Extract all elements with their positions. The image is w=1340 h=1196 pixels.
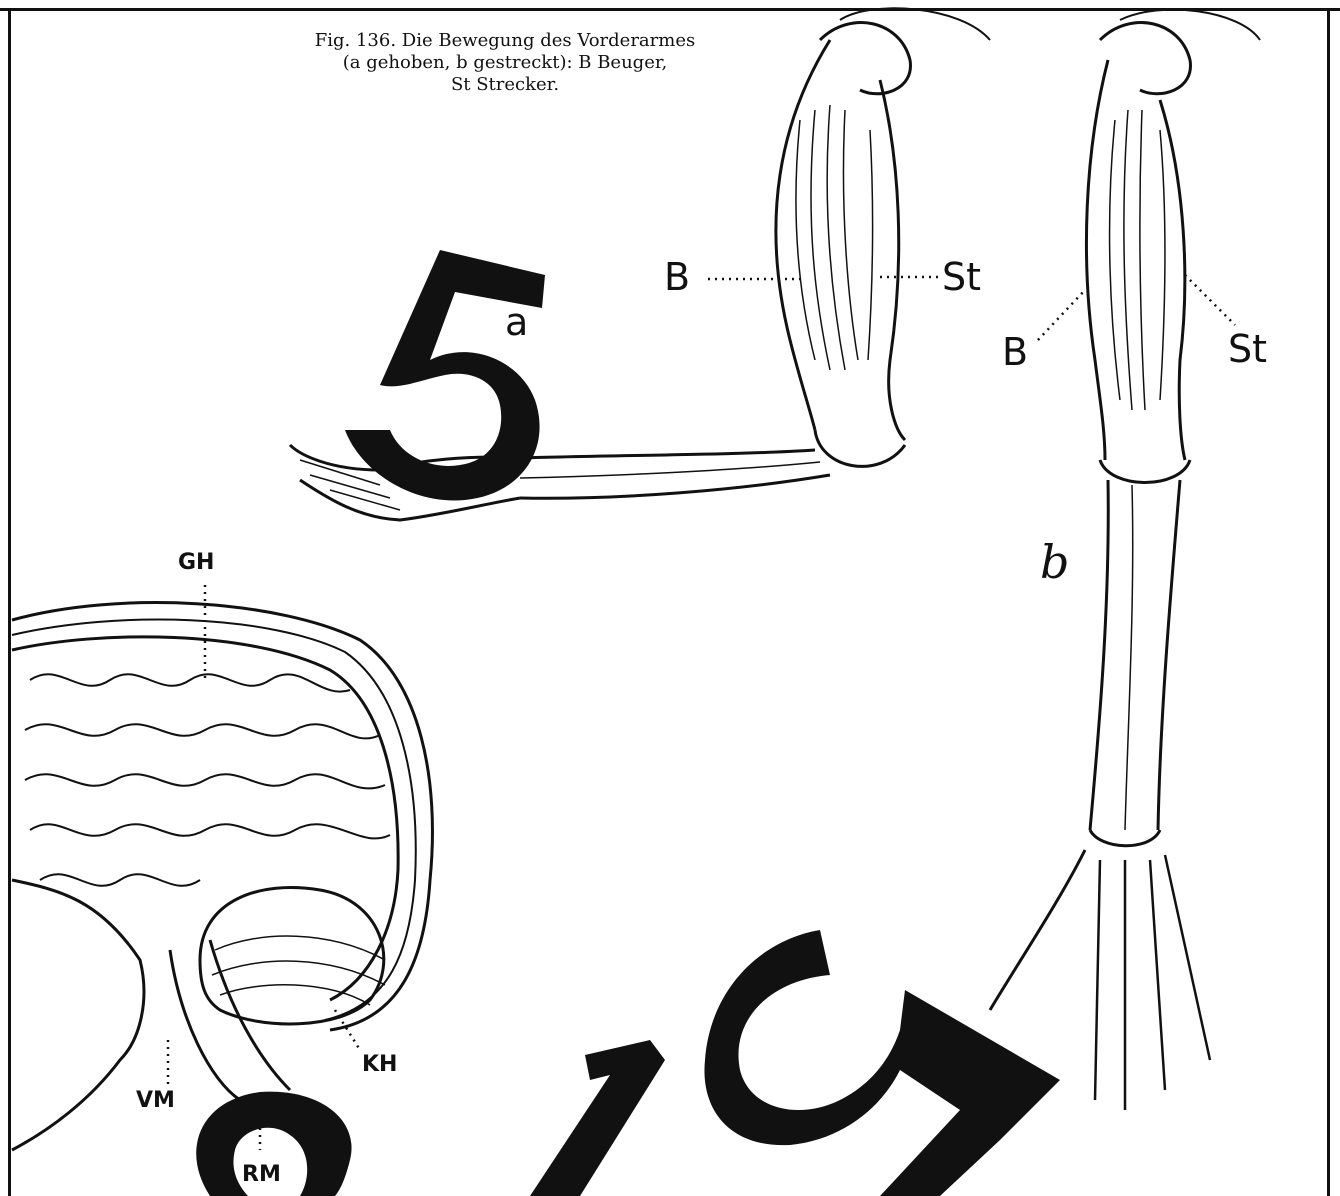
brain-kh-label: KH — [362, 1052, 397, 1077]
arm-b-strecker-label: St — [1228, 327, 1267, 371]
arm-a-elbow — [815, 430, 905, 466]
numeral-seven-shape — [530, 1040, 665, 1196]
cerebellum — [200, 888, 384, 1024]
arm-b-drawing — [990, 10, 1260, 1110]
bottom-numerals-drawing — [196, 930, 1060, 1196]
arm-a-sub-label: a — [505, 300, 528, 344]
leader-arm-b-st — [1185, 275, 1235, 325]
brain-rm-label: RM — [242, 1162, 281, 1187]
numeral-five-drawing — [345, 250, 545, 500]
arm-b-wrist — [1090, 830, 1160, 846]
leader-arm-b-b — [1038, 290, 1085, 340]
arm-b-forearm-right — [1158, 480, 1180, 830]
arm-a-beuger-label: B — [664, 255, 690, 299]
numeral-nine-shape — [704, 930, 1060, 1196]
arm-b-biceps-outline — [1086, 60, 1108, 460]
arm-b-beuger-label: B — [1002, 330, 1028, 374]
brain-vm-label: VM — [136, 1088, 175, 1113]
brain-gh-label: GH — [178, 550, 214, 575]
numeral-five-shape — [345, 250, 545, 500]
face-outline — [12, 880, 144, 1150]
arm-b-fingers — [1095, 855, 1210, 1110]
arm-a-strecker-label: St — [942, 255, 981, 299]
arm-b-elbow — [1100, 460, 1190, 483]
arm-b-thumb — [990, 850, 1085, 1010]
arm-a-triceps-outline — [880, 80, 905, 440]
arm-a-biceps-outline — [776, 40, 830, 430]
arm-b-forearm-left — [1090, 480, 1108, 830]
arm-a-forearm-top — [520, 450, 815, 458]
leader-kh — [335, 1010, 360, 1050]
arm-a-forearm-bottom — [520, 475, 830, 498]
arm-a-shoulder — [820, 23, 910, 94]
arm-b-sub-label: b — [1040, 535, 1069, 589]
arm-b-triceps-outline — [1160, 100, 1185, 460]
arm-b-shoulder — [1100, 23, 1190, 94]
brain-stem — [170, 940, 290, 1100]
